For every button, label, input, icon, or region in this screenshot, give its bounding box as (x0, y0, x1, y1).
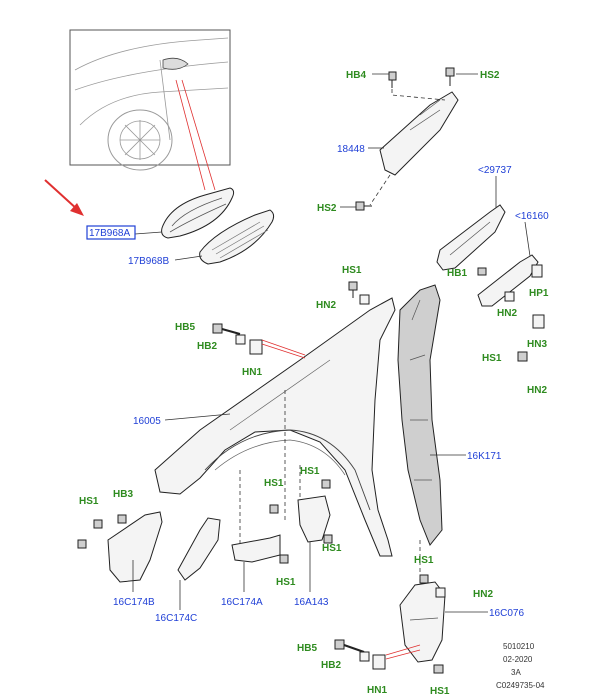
label-hb5: HB5 (175, 322, 195, 333)
bolt-icon (477, 267, 487, 276)
highlight-arrow-icon (44, 179, 84, 216)
selected-part-box (86, 225, 136, 240)
label-16160: <16160 (515, 211, 549, 222)
bracket-29737 (436, 204, 506, 271)
label-16C174A: 16C174A (221, 597, 263, 608)
ref-line-2: 02-2020 (503, 655, 533, 664)
clip-icon (531, 264, 543, 278)
bolt-icon (77, 539, 87, 549)
label-hs1-c3: HS1 (300, 466, 320, 477)
bracket-16A143 (297, 495, 331, 543)
label-hn2-br: HN2 (473, 589, 493, 600)
label-18448: 18448 (337, 144, 365, 155)
label-hn1-b: HN1 (367, 685, 387, 696)
label-hs1-top: HS1 (342, 265, 362, 276)
bolt-icon (321, 479, 331, 489)
fastener-labels: HB4 HS2 HS2 HB1 HP1 HN2 HN3 HS1 HN2 HS1 … (79, 70, 549, 696)
nut-icon (372, 654, 386, 670)
nut-icon (359, 651, 370, 662)
label-hp1: HP1 (529, 288, 549, 299)
ref-line-3: 3A (511, 668, 521, 677)
label-hs2-mid: HS2 (317, 203, 337, 214)
label-hn2-right2: HN2 (527, 385, 547, 396)
label-hs1-b: HS1 (430, 686, 450, 696)
bolt-icon (117, 514, 127, 524)
bolt-icon (348, 281, 358, 298)
bolt-icon (93, 519, 103, 529)
bolt-icon (355, 201, 372, 211)
bolt-icon (269, 504, 279, 514)
fastener-icons (77, 67, 545, 674)
label-16C174C: 16C174C (155, 613, 197, 624)
label-hb4: HB4 (346, 70, 366, 81)
label-16A143: 16A143 (294, 597, 329, 608)
bracket-16C174A (231, 534, 281, 563)
part-labels: 17B968A 17B968B 18448 <29737 <16160 1600… (86, 144, 549, 624)
label-hs1-br: HS1 (414, 555, 434, 566)
vehicle-inset (69, 29, 231, 191)
nut-icon (249, 339, 263, 355)
nut-icon (504, 291, 515, 302)
label-hn1: HN1 (242, 367, 262, 378)
label-hb5-b: HB5 (297, 643, 317, 654)
ref-line-4: C0249735-04 (496, 681, 545, 690)
nut-icon (235, 334, 246, 345)
bracket-16C076 (399, 581, 446, 663)
label-hb2: HB2 (197, 341, 217, 352)
bolt-icon (388, 71, 397, 88)
label-hn2-right: HN2 (497, 308, 517, 319)
label-16C174B: 16C174B (113, 597, 155, 608)
bolt-icon (212, 323, 241, 335)
bolt-icon (334, 639, 365, 653)
reference-block: 5010210 02-2020 3A C0249735-04 (496, 642, 545, 690)
bolt-icon (445, 67, 455, 86)
label-17B968B: 17B968B (128, 256, 169, 267)
label-hs1-c1: HS1 (264, 478, 284, 489)
label-16K171: 16K171 (467, 451, 502, 462)
liner-16K171 (397, 284, 443, 546)
ref-line-1: 5010210 (503, 642, 535, 651)
fender-16005 (154, 297, 396, 557)
label-hb3: HB3 (113, 489, 133, 500)
bolt-icon (323, 534, 333, 544)
nut-icon (359, 294, 370, 305)
label-17B968A: 17B968A (89, 228, 130, 239)
label-hs1-c4: HS1 (322, 543, 342, 554)
label-hs1-c2: HS1 (276, 577, 296, 588)
label-hb1: HB1 (447, 268, 467, 279)
bracket-18448 (369, 82, 459, 206)
label-hn3: HN3 (527, 339, 547, 350)
nut-icon (435, 587, 446, 598)
vent-grille-a (161, 187, 235, 239)
label-16C076: 16C076 (489, 608, 524, 619)
label-29737: <29737 (478, 165, 512, 176)
bolt-icon (517, 351, 528, 362)
label-hs2-top: HS2 (480, 70, 500, 81)
label-hs1-right: HS1 (482, 353, 502, 364)
leader-lines (132, 73, 531, 613)
bracket-16C174C (177, 517, 221, 581)
bolt-icon (279, 554, 289, 564)
nut-icon (532, 314, 545, 329)
bracket-16C174B (107, 511, 163, 583)
label-hb2-b: HB2 (321, 660, 341, 671)
bolt-icon (433, 664, 444, 674)
label-hs1-left: HS1 (79, 496, 99, 507)
label-16005: 16005 (133, 416, 161, 427)
vent-grille-b (199, 209, 275, 265)
bolt-icon (419, 574, 429, 584)
label-hn2-top: HN2 (316, 300, 336, 311)
